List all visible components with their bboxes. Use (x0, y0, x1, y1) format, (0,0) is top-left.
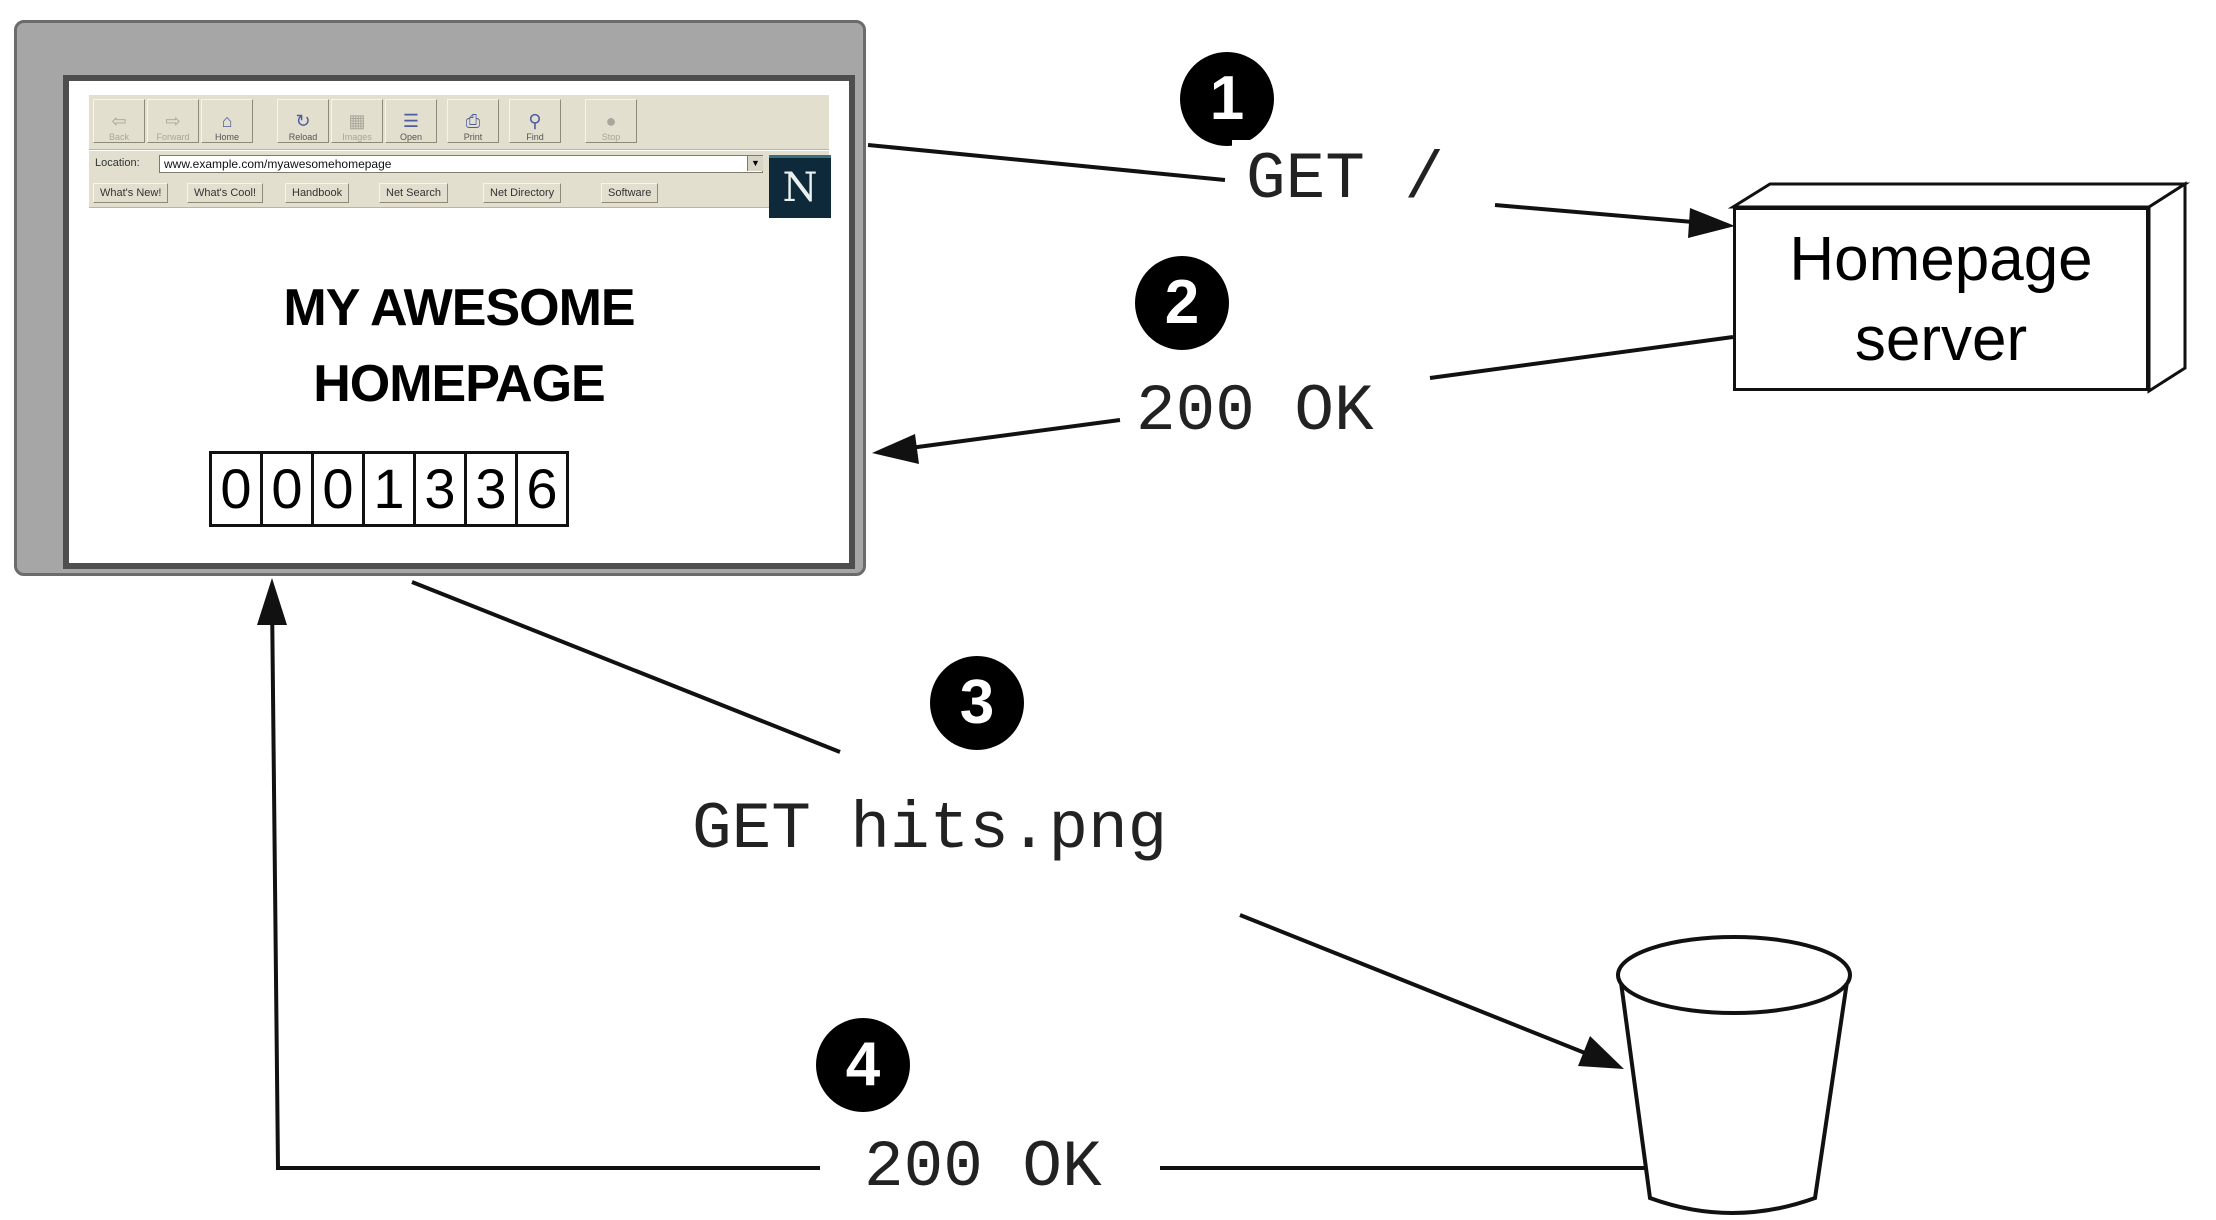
browser-monitor: ⇦Back ⇨Forward ⌂Home ↻Reload ▦Images ☰Op… (14, 20, 866, 576)
browser-screen: ⇦Back ⇨Forward ⌂Home ↻Reload ▦Images ☰Op… (63, 75, 855, 569)
images-icon: ▦ (348, 111, 366, 131)
stop-button[interactable]: ●Stop (585, 99, 637, 143)
counter-digit: 3 (464, 451, 518, 527)
home-icon: ⌂ (221, 111, 233, 131)
counter-digit: 0 (260, 451, 314, 527)
response-label-200-ok-2: 200 OK (852, 1128, 1114, 1208)
page-heading-line2: HOMEPAGE (313, 355, 606, 413)
link-whats-new[interactable]: What's New! (93, 183, 169, 203)
print-icon: ⎙ (465, 111, 481, 131)
hit-counter: 0 0 0 1 3 3 6 (209, 451, 569, 527)
homepage-server-box: Homepage server (1733, 207, 2149, 391)
reload-button[interactable]: ↻Reload (277, 99, 329, 143)
counter-digit: 0 (209, 451, 263, 527)
step-1-badge: 1 (1180, 52, 1274, 146)
server-box-top (1727, 182, 2191, 209)
back-button[interactable]: ⇦Back (93, 99, 145, 143)
arrow-200-ok-2-head (257, 578, 287, 625)
storage-bucket-icon (1616, 935, 1852, 1215)
open-icon: ☰ (402, 111, 420, 131)
arrow-right-icon: ⇨ (165, 111, 181, 131)
location-input[interactable]: www.example.com/myawesomehomepage (159, 155, 763, 173)
request-label-get-root: GET / (1232, 140, 1459, 220)
open-button[interactable]: ☰Open (385, 99, 437, 143)
page-heading-line1: MY AWESOME (283, 279, 635, 337)
link-software[interactable]: Software (601, 183, 659, 203)
forward-button[interactable]: ⇨Forward (147, 99, 199, 143)
find-button[interactable]: ⚲Find (509, 99, 561, 143)
arrow-get-root-head (1688, 208, 1735, 238)
reload-icon: ↻ (295, 111, 311, 131)
arrow-200-ok-1-head (872, 434, 919, 464)
personal-toolbar: What's New! What's Cool! Handbook Net Se… (89, 177, 779, 208)
link-handbook[interactable]: Handbook (285, 183, 350, 203)
server-label-line2: server (1854, 305, 2028, 374)
server-box-side (2147, 181, 2187, 394)
response-label-200-ok-1: 200 OK (1124, 372, 1386, 452)
link-whats-cool[interactable]: What's Cool! (187, 183, 264, 203)
location-bar: Location: www.example.com/myawesomehomep… (89, 151, 829, 177)
arrow-get-hits (411, 580, 1616, 1067)
request-label-get-hits: GET hits.png (680, 790, 1180, 870)
step-2-badge: 2 (1135, 256, 1229, 350)
step-4-badge: 4 (816, 1018, 910, 1112)
counter-digit: 1 (362, 451, 416, 527)
chevron-down-icon[interactable]: ▼ (747, 156, 763, 171)
arrow-200-ok-2 (270, 597, 1655, 1170)
arrow-left-icon: ⇦ (111, 111, 127, 131)
home-button[interactable]: ⌂Home (201, 99, 253, 143)
images-button[interactable]: ▦Images (331, 99, 383, 143)
find-icon: ⚲ (528, 111, 542, 131)
netscape-logo: N (769, 155, 831, 218)
arrow-200-ok-1 (879, 335, 1734, 454)
link-net-search[interactable]: Net Search (379, 183, 449, 203)
location-label: Location: (95, 157, 140, 169)
print-button[interactable]: ⎙Print (447, 99, 499, 143)
step-3-badge: 3 (930, 656, 1024, 750)
stop-icon: ● (605, 111, 617, 131)
arrow-get-hits-head (1578, 1036, 1624, 1069)
counter-digit: 0 (311, 451, 365, 527)
counter-digit: 3 (413, 451, 467, 527)
link-net-directory[interactable]: Net Directory (483, 183, 562, 203)
server-label-line1: Homepage (1789, 225, 2093, 294)
browser-toolbar: ⇦Back ⇨Forward ⌂Home ↻Reload ▦Images ☰Op… (89, 95, 829, 150)
counter-digit: 6 (515, 451, 569, 527)
